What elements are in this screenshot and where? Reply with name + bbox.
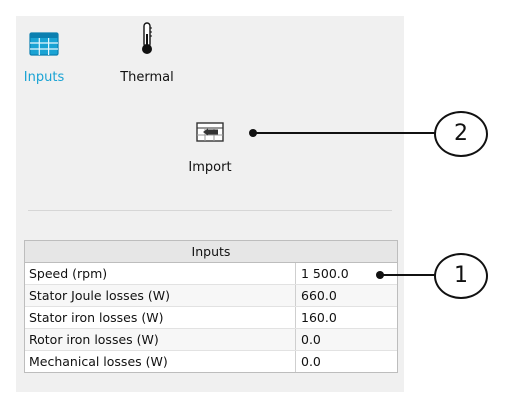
table-row[interactable]: Stator iron losses (W) 160.0 [25,307,397,329]
row-value[interactable]: 660.0 [301,288,337,303]
row-name: Mechanical losses (W) [25,351,296,372]
table-row[interactable]: Rotor iron losses (W) 0.0 [25,329,397,351]
import-button[interactable]: Import [175,122,245,175]
tab-inputs[interactable]: Inputs [20,20,68,85]
callout-1-line [380,274,435,276]
table-row[interactable]: Mechanical losses (W) 0.0 [25,351,397,372]
import-label: Import [188,160,232,175]
row-value[interactable]: 0.0 [301,332,321,347]
row-name: Stator iron losses (W) [25,307,296,328]
callout-2-line [253,132,435,134]
tab-inputs-label: Inputs [23,70,65,85]
divider [28,210,392,211]
inputs-table: Inputs Speed (rpm) 1 500.0 Stator Joule … [24,240,398,373]
table-row[interactable]: Stator Joule losses (W) 660.0 [25,285,397,307]
table-row[interactable]: Speed (rpm) 1 500.0 [25,263,397,285]
row-value[interactable]: 1 500.0 [301,266,349,281]
row-name: Speed (rpm) [25,263,296,284]
row-value[interactable]: 160.0 [301,310,337,325]
callout-2-circle: 2 [434,111,488,157]
thermometer-icon [112,20,182,56]
row-name: Rotor iron losses (W) [25,329,296,350]
callout-1-circle: 1 [434,253,488,299]
inputs-table-header: Inputs [25,241,397,263]
tab-thermal[interactable]: Thermal [112,20,182,85]
import-icon [175,122,245,144]
row-value[interactable]: 0.0 [301,354,321,369]
tab-thermal-label: Thermal [120,70,174,85]
row-name: Stator Joule losses (W) [25,285,296,306]
table-icon [20,20,68,56]
